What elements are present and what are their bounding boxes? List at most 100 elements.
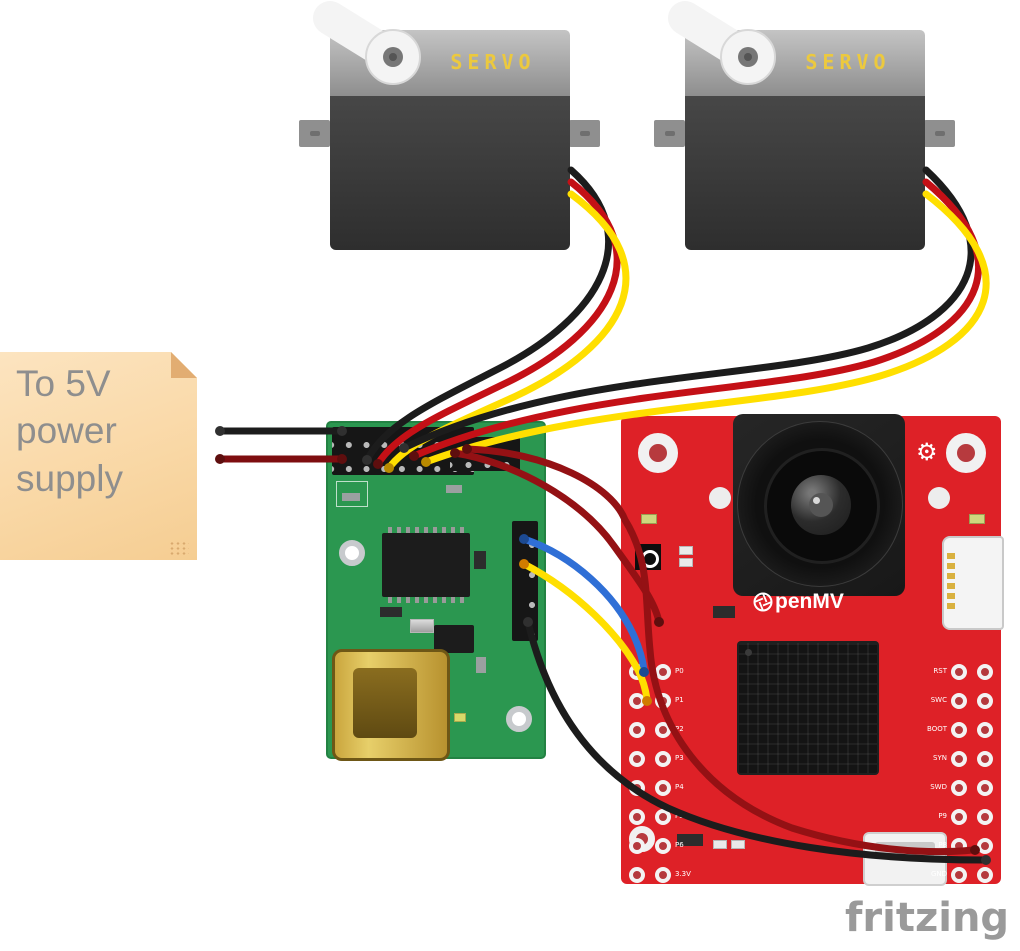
camera-lens-center	[809, 493, 833, 517]
servo-2-label: SERVO	[805, 50, 891, 74]
resistor	[446, 485, 462, 493]
pin-hole	[655, 693, 671, 709]
mounting-hole	[339, 540, 365, 566]
pin-hole	[977, 693, 993, 709]
camera-screw-right	[928, 487, 950, 509]
servo-2-horn	[668, 1, 776, 85]
gear-icon: ⚙	[916, 438, 938, 466]
pin-hole	[977, 722, 993, 738]
pin-hole	[629, 809, 645, 825]
pin-hole	[629, 838, 645, 854]
resistor	[476, 657, 486, 673]
note-line-2: power	[16, 410, 117, 452]
pin-hole	[629, 693, 645, 709]
pin-hole	[951, 780, 967, 796]
pin-hole	[951, 693, 967, 709]
servo-1-mount-tab-right	[569, 120, 600, 147]
note-folded-corner	[171, 352, 197, 378]
pin-hole	[977, 867, 993, 883]
ic-pins-top	[388, 527, 464, 533]
pin-hole	[951, 809, 967, 825]
servo-1-mount-tab-left	[299, 120, 330, 147]
pin-label: P4	[675, 783, 684, 791]
pin-hole	[655, 722, 671, 738]
ic-pins-bottom	[388, 597, 464, 603]
power-supply-note: To 5V power supply	[0, 352, 197, 560]
status-led	[454, 713, 466, 722]
pin-hole	[655, 751, 671, 767]
capacitor	[731, 840, 745, 849]
mounting-hole	[506, 706, 532, 732]
fritzing-watermark: fritzing	[845, 895, 1010, 941]
servo-2-mount-tab-right	[924, 120, 955, 147]
capacitor	[679, 546, 693, 555]
note-line-3: supply	[16, 457, 123, 499]
pin-hole	[951, 664, 967, 680]
chip-pin1-mark	[745, 649, 752, 656]
pin-hole	[655, 809, 671, 825]
pin-label: P9	[938, 812, 947, 820]
servo-1-label: SERVO	[450, 50, 536, 74]
pin-hole	[655, 838, 671, 854]
capacitor	[679, 558, 693, 567]
pin-hole	[977, 664, 993, 680]
mounting-hole	[638, 433, 678, 473]
pin-hole	[951, 838, 967, 854]
pin-label: SWD	[930, 783, 947, 791]
pin-hole	[629, 722, 645, 738]
openmv-aperture-icon	[753, 592, 773, 612]
main-processor-chip	[737, 641, 879, 775]
pin-label: 3.3V	[675, 870, 691, 878]
note-texture-dots	[169, 541, 189, 555]
pin-label: SYN	[933, 754, 947, 762]
pin-label: P8	[938, 841, 947, 849]
pin-hole	[951, 722, 967, 738]
capacitor	[474, 551, 486, 569]
pin-hole	[655, 664, 671, 680]
capacitor	[713, 840, 727, 849]
pin-label: GND	[930, 870, 947, 878]
pin-hole	[977, 780, 993, 796]
pin-hole	[951, 867, 967, 883]
pin-label: P5	[675, 812, 684, 820]
pin-hole	[629, 780, 645, 796]
pin-label: P2	[675, 725, 684, 733]
led	[641, 514, 657, 524]
servo-2-body	[685, 96, 925, 250]
power-supply-note-text: To 5V power supply	[16, 360, 123, 502]
note-line-1: To 5V	[16, 363, 111, 404]
pin-hole	[629, 664, 645, 680]
silkscreen-outline	[336, 481, 368, 507]
pin-label: P1	[675, 696, 684, 704]
pin-hole	[977, 751, 993, 767]
capacitor	[713, 606, 735, 618]
pin-label: BOOT	[927, 725, 947, 733]
microcontroller-ic	[382, 527, 470, 603]
camera-screw-left	[709, 487, 731, 509]
pin-label: P6	[675, 841, 684, 849]
openmv-board: ⚙ penMV	[621, 414, 1004, 886]
pin-label: P0	[675, 667, 684, 675]
microphone-port	[641, 550, 659, 568]
servo-2-mount-tab-left	[654, 120, 685, 147]
mini-usb-connector	[332, 649, 450, 761]
pin-label: P3	[675, 754, 684, 762]
openmv-logo: penMV	[753, 590, 844, 614]
capacitor	[380, 607, 402, 617]
pin-label: RST	[933, 667, 947, 675]
pin-hole	[655, 867, 671, 883]
openmv-logo-text: penMV	[775, 590, 844, 613]
led	[969, 514, 985, 524]
usb-connector	[942, 536, 1004, 630]
mini-usb-slot	[353, 668, 417, 738]
mounting-hole	[946, 433, 986, 473]
servo-controller-board	[326, 421, 546, 761]
resistor	[342, 493, 360, 501]
pin-hole	[951, 751, 967, 767]
pin-hole	[655, 780, 671, 796]
crystal-oscillator	[410, 619, 434, 633]
usb-contacts	[947, 553, 955, 613]
pin-hole	[977, 838, 993, 854]
aux-header-pins	[450, 437, 520, 471]
